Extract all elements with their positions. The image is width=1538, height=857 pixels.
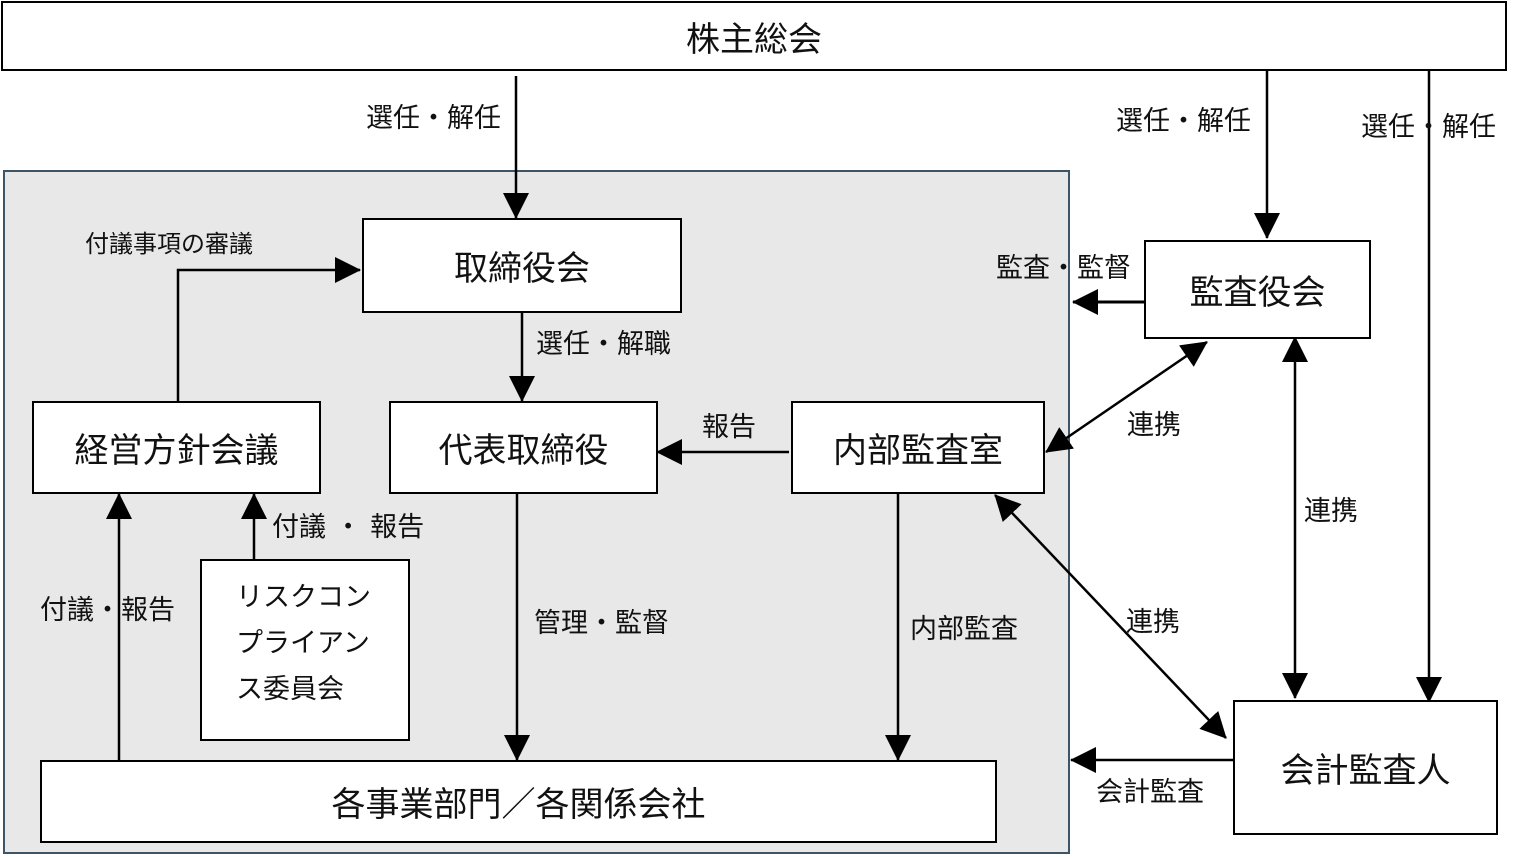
node-board: 取締役会 bbox=[362, 218, 682, 313]
committee-line-3: ス委員会 bbox=[236, 674, 344, 705]
node-accounting-auditor-label: 会計監査人 bbox=[1280, 751, 1451, 791]
committee-line-2: プライアン bbox=[236, 628, 370, 659]
node-divisions-label: 各事業部門／各関係会社 bbox=[331, 785, 706, 825]
node-board-label: 取締役会 bbox=[454, 249, 590, 289]
label-internal-report: 報告 bbox=[702, 412, 756, 443]
node-accounting-auditor: 会計監査人 bbox=[1233, 700, 1498, 835]
label-elect-board: 選任・解任 bbox=[366, 103, 501, 134]
label-coop-internal-accounting: 連携 bbox=[1126, 607, 1180, 638]
label-council-to-board: 付議事項の審議 bbox=[85, 230, 253, 258]
label-elect-audit-board: 選任・解任 bbox=[1116, 106, 1251, 137]
node-risk-compliance-committee: リスクコン プライアン ス委員会 bbox=[200, 559, 410, 741]
node-audit-board: 監査役会 bbox=[1144, 240, 1371, 339]
node-audit-board-label: 監査役会 bbox=[1189, 273, 1326, 313]
node-management-council-label: 経営方針会議 bbox=[74, 431, 279, 471]
arrow-coop-audit-internal bbox=[1045, 340, 1208, 454]
label-board-to-rep: 選任・解職 bbox=[536, 329, 671, 360]
label-divisions-to-council: 付議・報告 bbox=[40, 595, 175, 626]
node-representative-director-label: 代表取締役 bbox=[438, 431, 609, 471]
label-accounting-audit: 会計監査 bbox=[1096, 777, 1204, 808]
label-elect-accounting-auditor: 選任・解任 bbox=[1361, 112, 1496, 143]
arrow-coop-internal-accounting bbox=[994, 494, 1227, 739]
node-internal-audit-office-label: 内部監査室 bbox=[833, 431, 1003, 471]
arrow-council-to-board bbox=[176, 257, 361, 402]
label-internal-audit: 内部監査 bbox=[910, 614, 1018, 645]
label-management-supervision: 管理・監督 bbox=[534, 608, 669, 639]
label-committee-to-council: 付議 ・ 報告 bbox=[272, 512, 425, 543]
label-audit-supervision: 監査・監督 bbox=[996, 253, 1131, 284]
node-management-council: 経営方針会議 bbox=[32, 401, 321, 494]
committee-line-1: リスクコン bbox=[236, 582, 371, 613]
node-shareholders: 株主総会 bbox=[1, 1, 1507, 71]
node-divisions: 各事業部門／各関係会社 bbox=[40, 760, 997, 843]
node-shareholders-label: 株主総会 bbox=[686, 19, 822, 60]
node-internal-audit-office: 内部監査室 bbox=[791, 401, 1045, 494]
node-representative-director: 代表取締役 bbox=[389, 401, 658, 494]
label-coop-audit-internal: 連携 bbox=[1127, 410, 1181, 441]
label-coop-audit-accounting: 連携 bbox=[1304, 496, 1358, 527]
